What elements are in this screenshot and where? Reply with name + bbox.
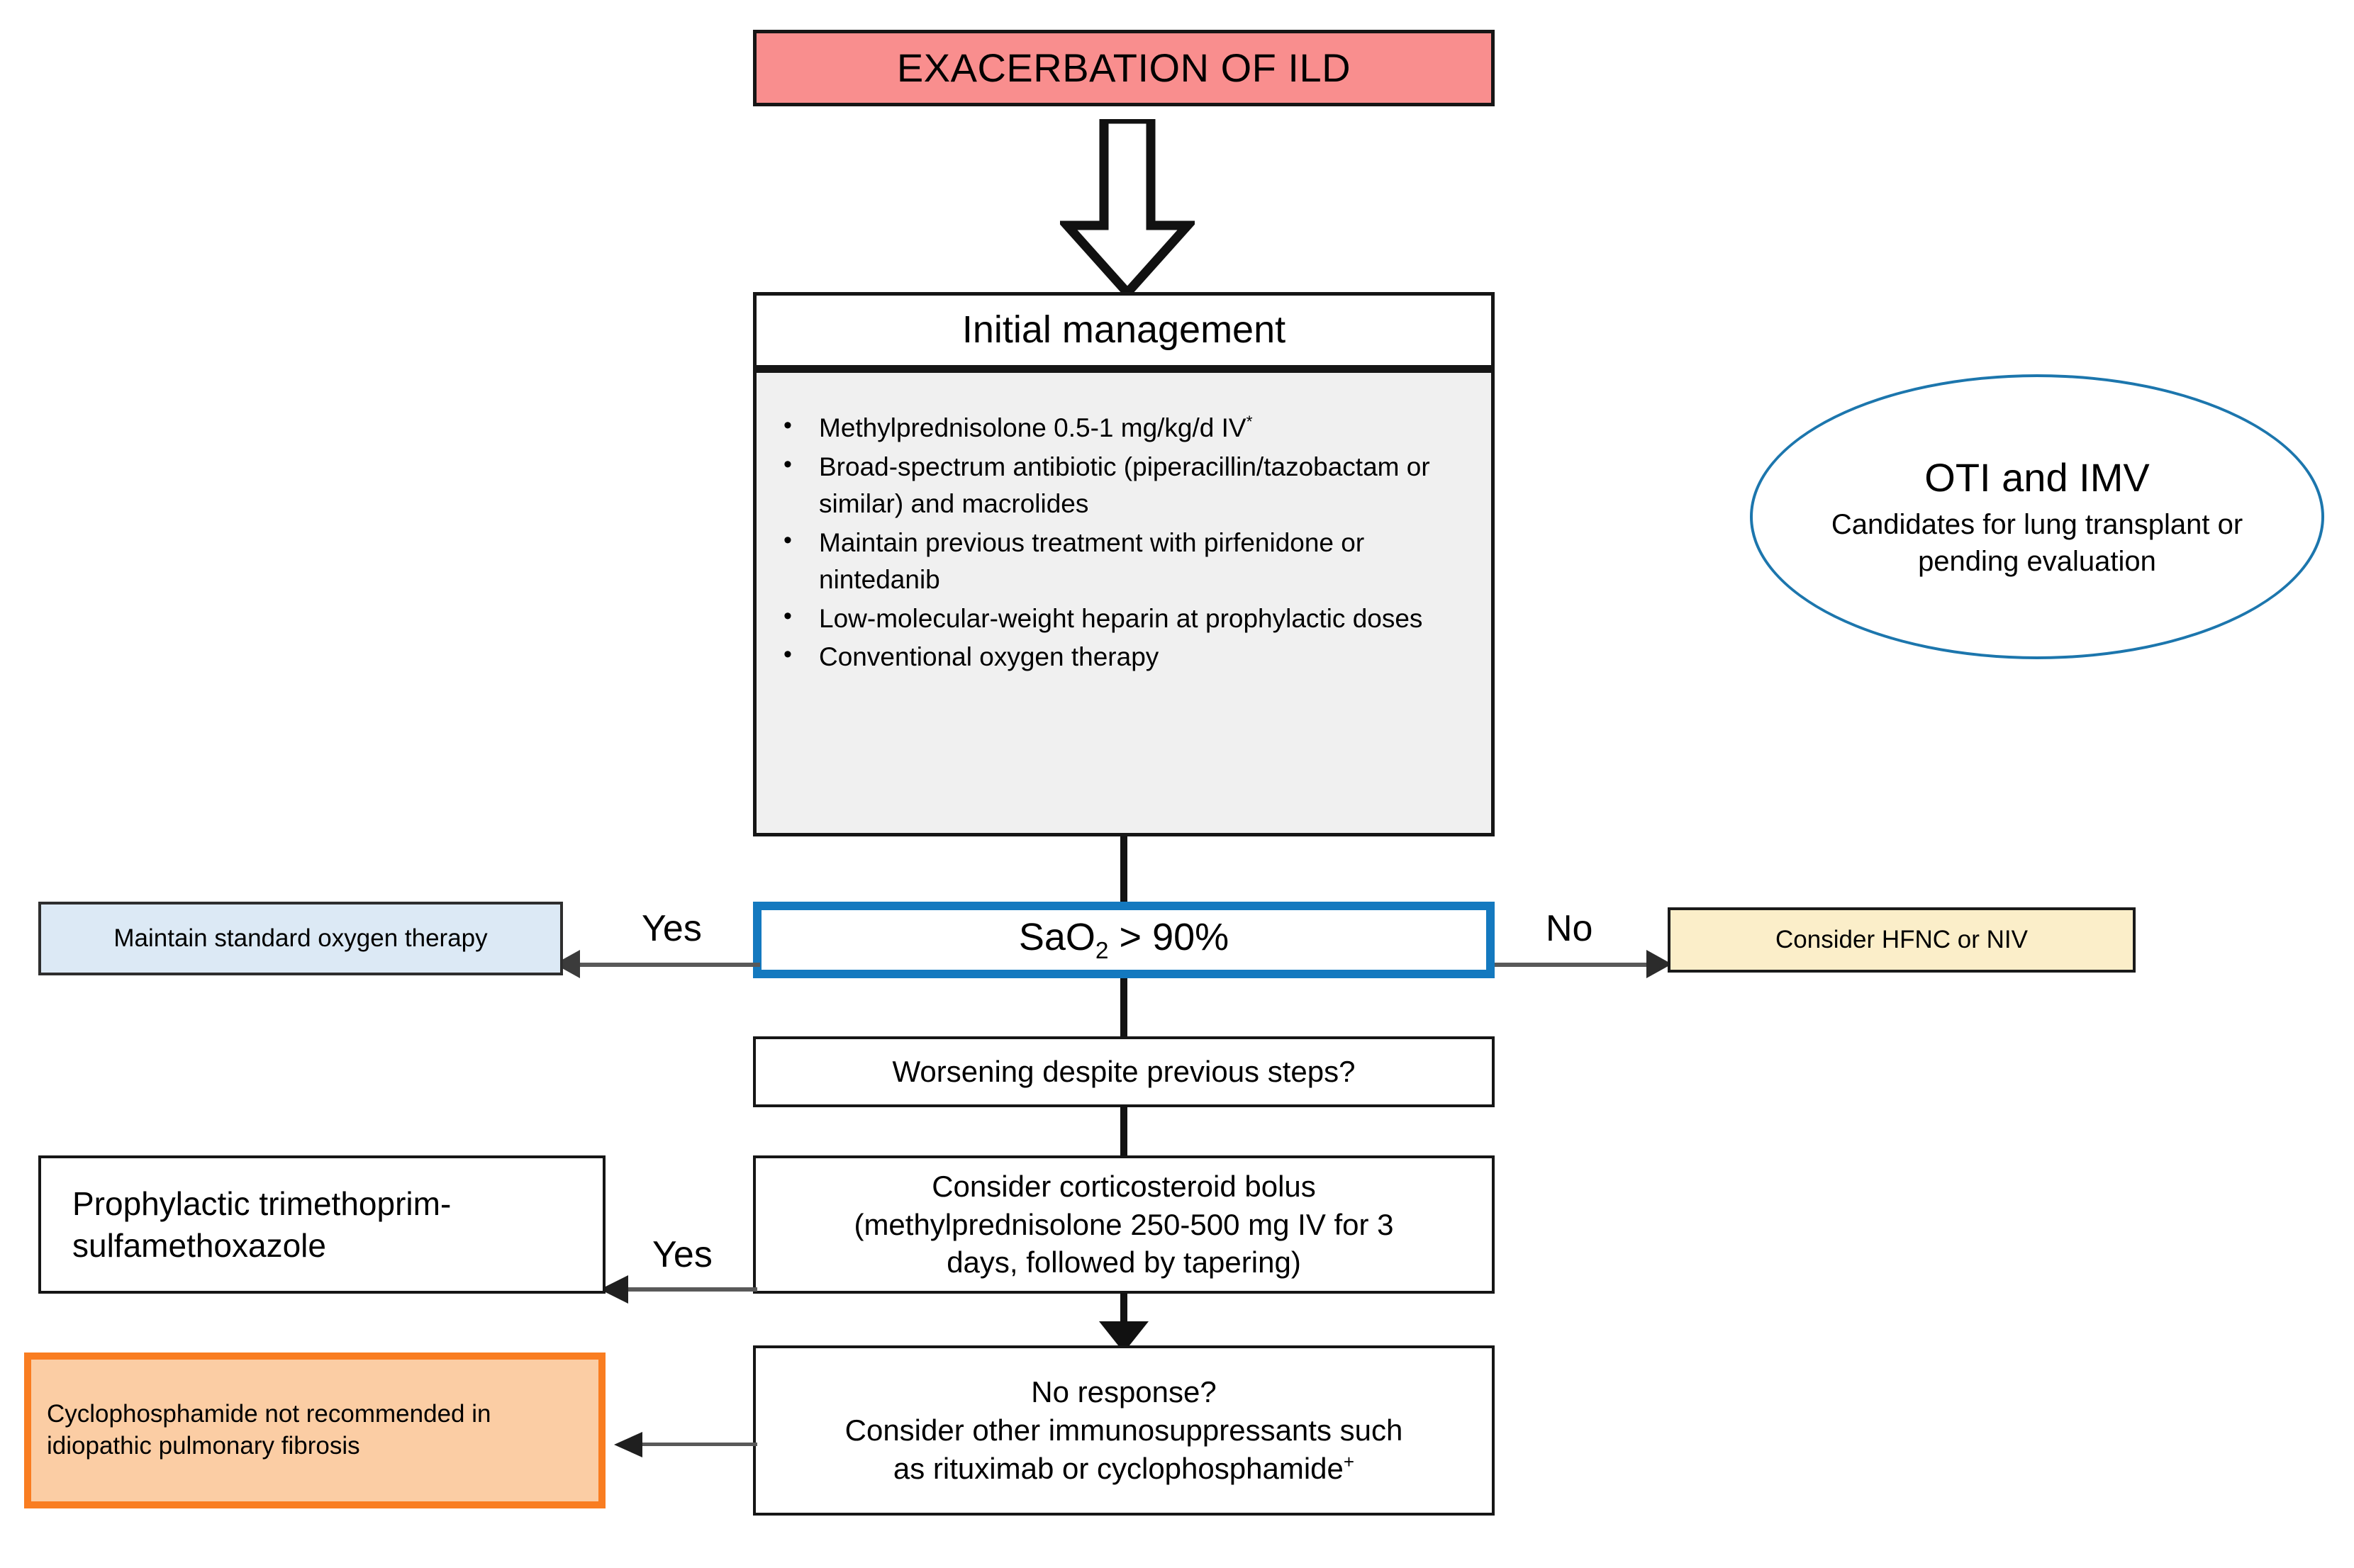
arrowhead-left-icon — [614, 1432, 642, 1457]
arrowhead-right-icon — [1646, 950, 1672, 978]
branch-label-no-hfnc: No — [1546, 908, 1593, 949]
connector-noresponse-to-cyclo — [638, 1443, 757, 1446]
connector-sao2-to-worsening — [1120, 978, 1127, 1039]
initial-management-header: Initial management — [753, 292, 1495, 369]
connector-sao2-to-oxygen — [574, 963, 760, 967]
initial-management-bullet-list: Methylprednisolone 0.5-1 mg/kg/d IV* Bro… — [778, 408, 1473, 676]
bullet-text: Methylprednisolone 0.5-1 mg/kg/d IV — [819, 413, 1246, 442]
no-response-box: No response? Consider other immunosuppre… — [753, 1345, 1495, 1516]
initial-management-body: Methylprednisolone 0.5-1 mg/kg/d IV* Bro… — [753, 369, 1495, 836]
list-item: Low-molecular-weight heparin at prophyla… — [778, 599, 1473, 638]
oti-imv-subtext: Candidates for lung transplant or pendin… — [1831, 508, 2243, 577]
exacerbation-title-label: EXACERBATION OF ILD — [896, 45, 1351, 91]
list-item: Conventional oxygen therapy — [778, 637, 1473, 676]
bullet-text: Broad-spectrum antibiotic (piperacillin/… — [819, 452, 1430, 519]
worsening-label: Worsening despite previous steps? — [892, 1055, 1356, 1089]
arrowhead-left-icon — [554, 950, 580, 978]
list-item: Methylprednisolone 0.5-1 mg/kg/d IV* — [778, 408, 1473, 447]
trimethoprim-label: Prophylactic trimethoprim- sulfamethoxaz… — [72, 1185, 452, 1264]
corticosteroid-bolus-box: Consider corticosteroid bolus (methylpre… — [753, 1155, 1495, 1294]
arrowhead-down-icon — [1099, 1321, 1149, 1353]
list-item: Broad-spectrum antibiotic (piperacillin/… — [778, 447, 1473, 523]
corticosteroid-bolus-label: Consider corticosteroid bolus (methylpre… — [854, 1169, 1394, 1279]
cyclophosphamide-warning-label: Cyclophosphamide not recommended in idio… — [47, 1400, 491, 1460]
oti-imv-title: OTI and IMV — [1924, 454, 2150, 500]
connector-bolus-to-noresponse — [1120, 1293, 1127, 1330]
oti-imv-ellipse: OTI and IMV Candidates for lung transpla… — [1750, 374, 2324, 659]
maintain-oxygen-box: Maintain standard oxygen therapy — [38, 902, 563, 975]
branch-label-yes-tmp: Yes — [652, 1234, 713, 1275]
worsening-box: Worsening despite previous steps? — [753, 1036, 1495, 1107]
sao2-decision-label: SaO2 > 90% — [1018, 916, 1229, 964]
connector-worsening-to-bolus — [1120, 1106, 1127, 1158]
list-item: Maintain previous treatment with pirfeni… — [778, 523, 1473, 599]
bullet-text: Maintain previous treatment with pirfeni… — [819, 527, 1365, 595]
connector-sao2-to-hfnc — [1495, 963, 1652, 967]
hfnc-niv-box: Consider HFNC or NIV — [1668, 907, 2136, 973]
cyclophosphamide-warning-box: Cyclophosphamide not recommended in idio… — [24, 1353, 606, 1508]
sao2-decision-box: SaO2 > 90% — [753, 902, 1495, 978]
block-arrow-down-icon — [1060, 119, 1195, 296]
initial-management-header-label: Initial management — [961, 308, 1286, 352]
connector-initial-to-sao2 — [1120, 836, 1127, 905]
trimethoprim-box: Prophylactic trimethoprim- sulfamethoxaz… — [38, 1155, 606, 1294]
arrowhead-left-icon — [600, 1275, 628, 1304]
no-response-superscript: + — [1343, 1450, 1355, 1472]
exacerbation-title-box: EXACERBATION OF ILD — [753, 30, 1495, 106]
bullet-text: Low-molecular-weight heparin at prophyla… — [819, 603, 1423, 633]
bullet-superscript: * — [1246, 412, 1253, 431]
hfnc-niv-label: Consider HFNC or NIV — [1775, 925, 2028, 953]
branch-label-yes-oxygen: Yes — [642, 908, 702, 949]
maintain-oxygen-label: Maintain standard oxygen therapy — [113, 924, 488, 952]
bullet-text: Conventional oxygen therapy — [819, 642, 1159, 672]
no-response-label: No response? Consider other immunosuppre… — [844, 1375, 1403, 1485]
connector-bolus-to-tmp — [624, 1287, 757, 1292]
